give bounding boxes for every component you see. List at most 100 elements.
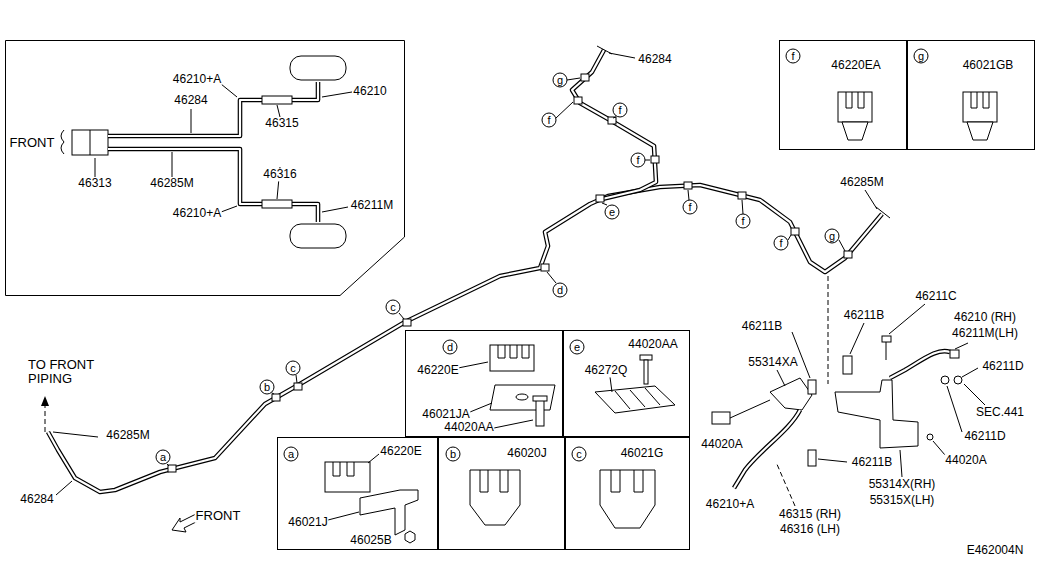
leader-line-part: [865, 190, 877, 209]
clip-detail-part: [368, 454, 379, 463]
part-label: 46285M: [105, 429, 150, 442]
leader-line-part: [788, 235, 791, 240]
callout-letter: g: [553, 73, 568, 88]
detail-panel: d46220E46021JA44020AA: [405, 330, 563, 437]
tube-clip-part: [844, 251, 852, 258]
leader-line-part: [556, 102, 573, 118]
inset-piping: [61, 56, 352, 248]
part-label: E462004N: [966, 544, 1025, 557]
hose-assembly-part: [808, 450, 816, 466]
leader-line-part: [53, 432, 98, 437]
clip-detail-part: [971, 92, 989, 108]
tube-clip-part: [651, 156, 659, 163]
hose-assembly-part: [954, 376, 962, 384]
hose-assembly-part: [777, 370, 785, 386]
detail-panel: e44020AA46272Q: [563, 330, 690, 437]
leader-line-part: [645, 160, 650, 161]
callout-letter: f: [736, 214, 751, 229]
inset-piping-part: [277, 105, 280, 117]
part-number: 46210: [352, 85, 387, 98]
detail-panel: b46020J: [438, 437, 565, 550]
part-number: 46020J: [506, 447, 547, 460]
clip-detail-part: [600, 470, 655, 528]
part-label: 55314XA: [747, 356, 798, 369]
clip-detail-part: [611, 470, 643, 492]
callout-letter: f: [683, 200, 698, 215]
clip-detail-part: [325, 462, 370, 492]
hose-assembly-part: [955, 343, 968, 349]
clip-detail-part: [490, 385, 555, 410]
clip-detail-part: [963, 92, 997, 122]
leader-line-part: [742, 200, 743, 214]
tube-clip-part: [541, 264, 549, 271]
leader-line-part: [613, 117, 616, 118]
inset-piping-part: [262, 96, 292, 104]
hose-assembly-part: [882, 336, 891, 342]
hose-assembly-part: [712, 412, 730, 424]
part-number: 46211M: [350, 199, 394, 212]
callout-letter: f: [774, 236, 789, 251]
clip-detail-part: [333, 462, 354, 476]
part-label: 46211C: [914, 290, 957, 303]
clip-detail-part: [610, 377, 612, 392]
detail-letter: a: [284, 447, 299, 462]
clip-detail-part: [967, 122, 993, 140]
clip-detail-part: [480, 470, 508, 492]
part-label: 46211D: [963, 430, 1006, 443]
inset-piping-part: [72, 130, 108, 155]
leader-line-part: [547, 272, 556, 283]
brake-tube-part: [48, 185, 882, 492]
clip-detail-part: [470, 470, 520, 525]
tube-clip-part: [168, 465, 176, 472]
tube-clip-part: [791, 228, 799, 235]
tube-clip-part: [596, 195, 604, 202]
hose-assembly-part: [927, 434, 933, 440]
hose-assembly-part: [828, 276, 829, 384]
part-label: TO FRONT PIPING: [27, 358, 125, 387]
hose-assembly-part: [962, 368, 978, 377]
callout-letter: f: [631, 153, 646, 168]
part-number: 44020AA: [627, 338, 678, 351]
brake-tube: [41, 46, 890, 492]
hose-assembly-part: [776, 462, 795, 506]
brake-tube-part: [572, 50, 656, 200]
detail-panel: a46220E46021J46025B: [277, 437, 438, 550]
brake-tube-part: [572, 50, 656, 200]
part-label: 46211D: [981, 360, 1024, 373]
clip-detail-part: [595, 386, 675, 413]
clip-detail-part: [533, 396, 547, 401]
hose-assembly-part: [818, 459, 847, 462]
hose-assembly-part: [734, 410, 800, 488]
part-label: 55314X(RH): [868, 478, 937, 491]
callout-letter: b: [260, 380, 275, 395]
leader-line-part: [56, 481, 72, 495]
leader-line-part: [272, 393, 274, 394]
part-number: 46025B: [349, 535, 392, 548]
part-number: 46021J: [287, 516, 328, 529]
part-label: 46315 (RH): [778, 508, 842, 521]
leader-line-part: [296, 375, 297, 383]
part-label: 44020A: [700, 438, 743, 451]
hose-assembly: [712, 276, 985, 506]
part-label: 46211M(LH): [951, 327, 1019, 340]
part-label: 46211B: [741, 320, 783, 333]
inset-piping-part: [108, 82, 318, 136]
tube-clip-part: [272, 394, 280, 401]
inset-piping-part: [322, 92, 352, 97]
clip-detail-part: [644, 360, 648, 384]
clip-detail-part: [640, 355, 652, 360]
part-number: 46021G: [620, 447, 665, 460]
hose-assembly-part: [950, 350, 959, 358]
detail-panel: f46220EA: [779, 40, 907, 150]
part-number: 46210+A: [172, 73, 222, 86]
clip-detail-part: [490, 345, 534, 371]
tube-clip-part: [574, 97, 582, 104]
inset-piping-part: [290, 56, 346, 80]
inset-piping-part: [262, 200, 292, 208]
detail-letter: e: [570, 340, 585, 355]
callout-letter: d: [553, 283, 568, 298]
callout-letter: g: [825, 229, 840, 244]
hose-assembly-part: [947, 386, 962, 432]
inset-piping-part: [108, 82, 318, 136]
inset-piping-part: [108, 149, 318, 222]
